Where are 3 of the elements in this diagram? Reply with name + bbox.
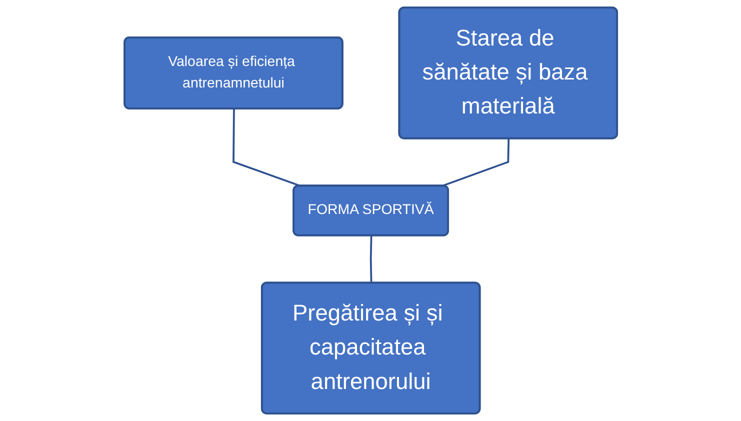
connector <box>441 138 510 187</box>
connector <box>232 108 301 187</box>
connector <box>370 236 372 284</box>
